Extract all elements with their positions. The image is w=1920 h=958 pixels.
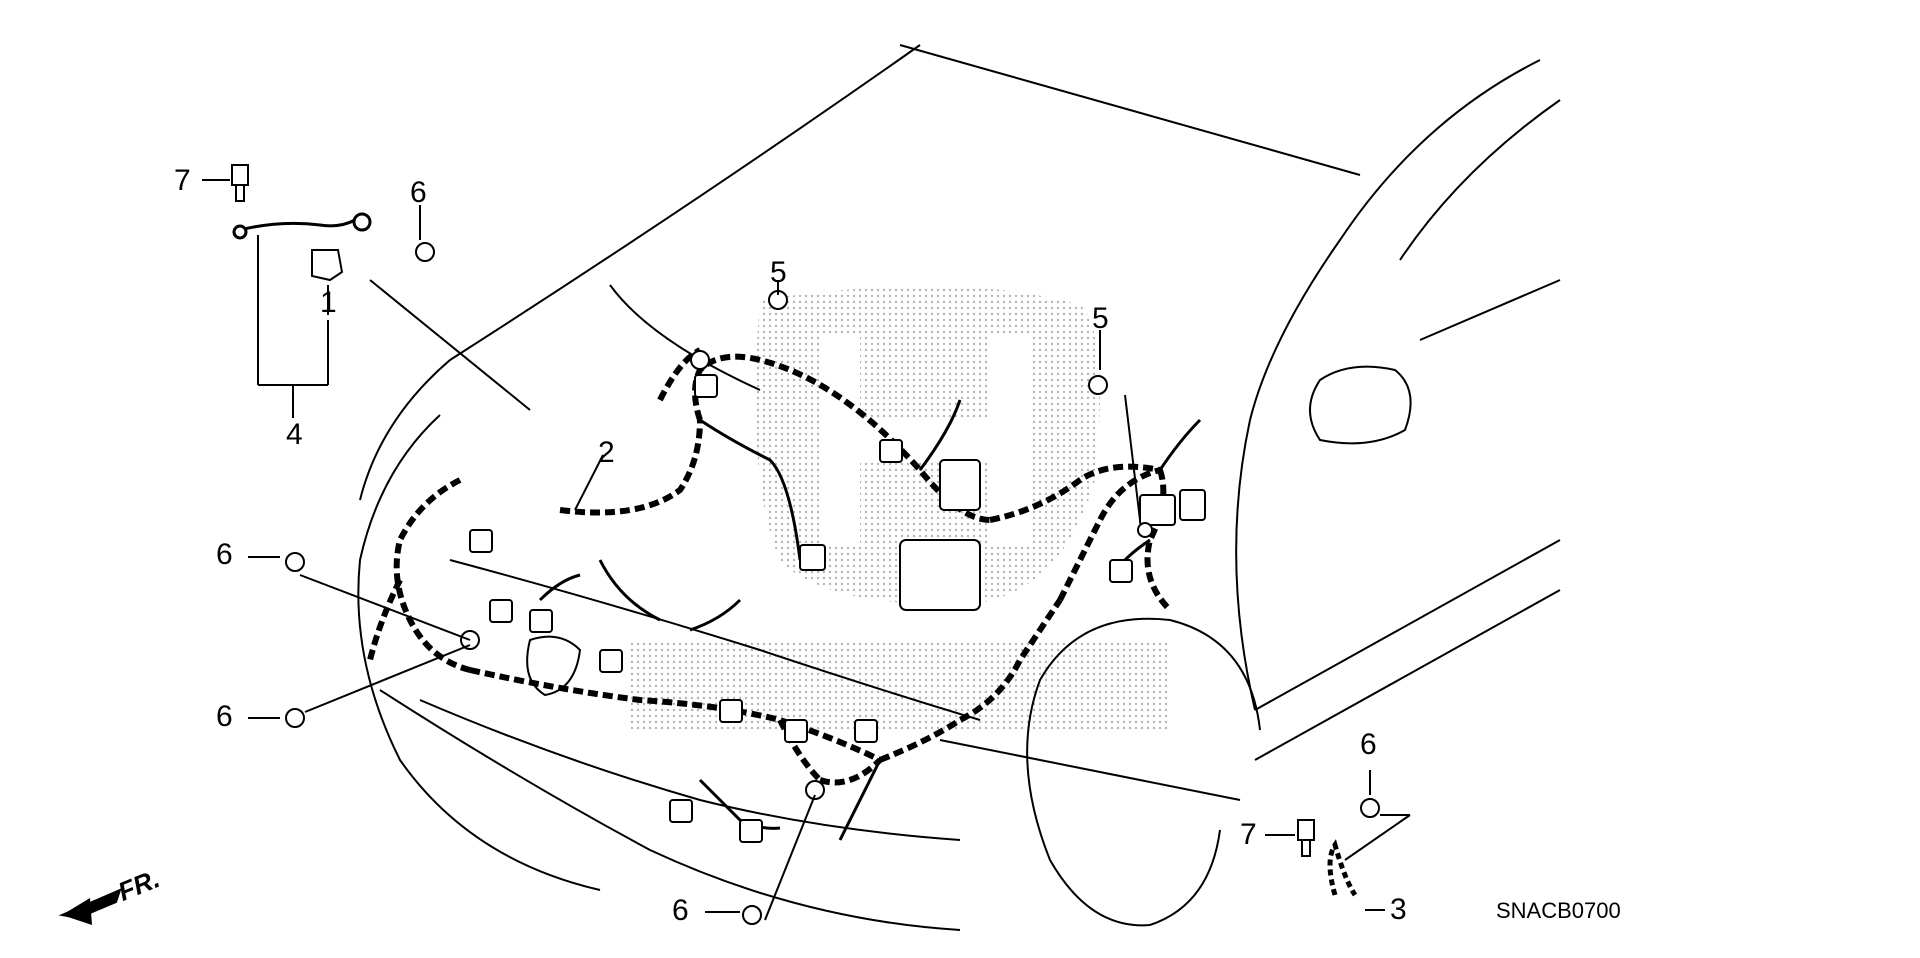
callout-6-left-lower: 6 bbox=[216, 700, 233, 733]
ground-cable-4 bbox=[232, 212, 372, 240]
callout-2: 2 bbox=[598, 436, 615, 469]
connectors bbox=[460, 350, 1206, 843]
callout-5-left: 5 bbox=[770, 256, 787, 289]
watermark-logo bbox=[630, 286, 1170, 730]
callout-3: 3 bbox=[1390, 893, 1407, 926]
callout-6-left-upper: 6 bbox=[216, 538, 233, 571]
front-arrow-icon bbox=[58, 888, 122, 925]
wire-harness bbox=[367, 347, 1173, 786]
bolts bbox=[231, 164, 1380, 925]
callout-4: 4 bbox=[286, 418, 303, 451]
callout-1: 1 bbox=[320, 286, 337, 319]
callout-5-right: 5 bbox=[1092, 302, 1109, 335]
callout-6-bottom: 6 bbox=[672, 894, 689, 927]
bracket-1 bbox=[311, 249, 344, 282]
car-body-outline bbox=[357, 44, 1561, 931]
callout-6-top: 6 bbox=[410, 176, 427, 209]
diagram-code: SNACB0700 bbox=[1496, 898, 1621, 923]
callout-7-top: 7 bbox=[174, 164, 191, 197]
callout-6-right: 6 bbox=[1360, 728, 1377, 761]
ground-cable-3 bbox=[1327, 839, 1358, 897]
leader-lines bbox=[202, 179, 1411, 921]
callout-7-bottom: 7 bbox=[1240, 818, 1257, 851]
